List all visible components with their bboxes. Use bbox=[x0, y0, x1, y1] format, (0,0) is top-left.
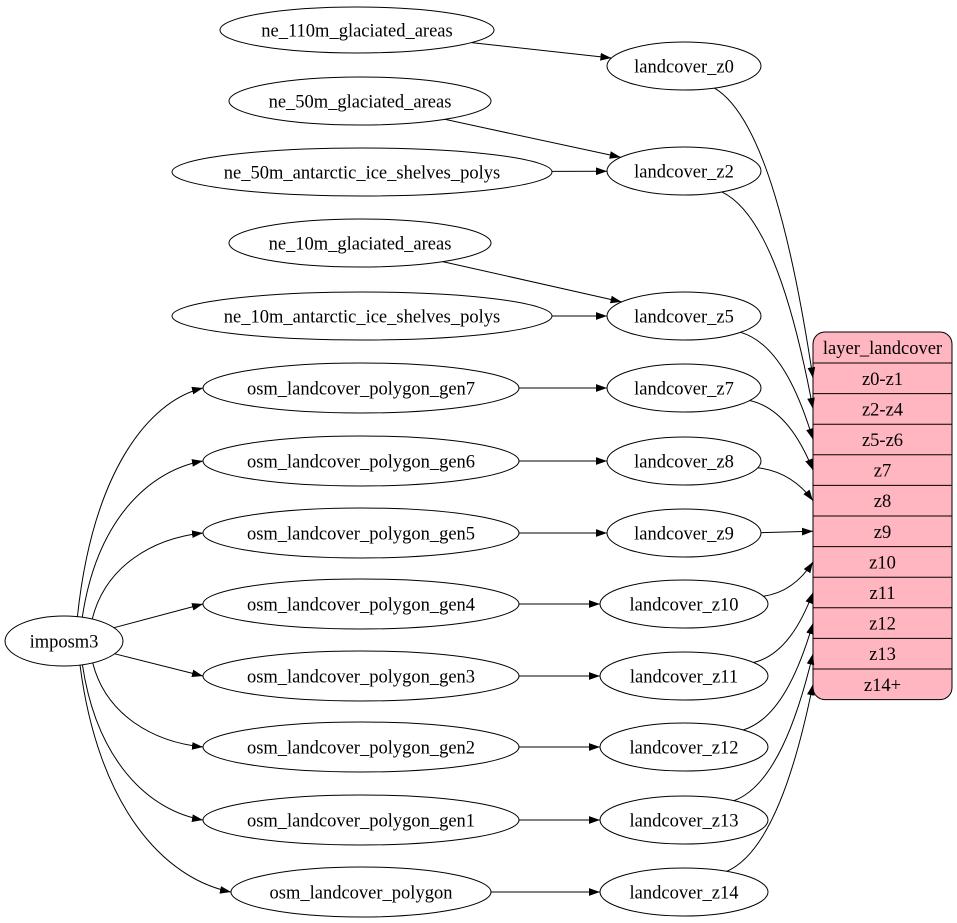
node-shape-ne_50m_antarctic_ice_shelves_polys bbox=[171, 147, 553, 197]
node-shape-imposm3 bbox=[4, 615, 124, 667]
edge-landcover_z2-to-layer_landcover-z2-z4 bbox=[721, 191, 815, 409]
record-row-z2-z4: z2-z4 bbox=[862, 400, 903, 420]
node-landcover_z8: landcover_z8 bbox=[606, 436, 762, 486]
node-label-landcover_z2: landcover_z2 bbox=[634, 162, 734, 182]
record-row-z11: z11 bbox=[869, 584, 895, 604]
record-node-layer_landcover: layer_landcover z0-z1 z2-z4 z5-z6 z7 z8 z9 z10 z… bbox=[812, 331, 953, 701]
node-label-ne_10m_glaciated_areas: ne_10m_glaciated_areas bbox=[269, 234, 452, 254]
record-row-z10: z10 bbox=[869, 553, 896, 573]
node-shape-ne_50m_glaciated_areas bbox=[228, 76, 492, 126]
record-row-z0-z1: z0-z1 bbox=[862, 370, 903, 390]
edge-landcover_z10-to-layer_landcover-z10 bbox=[763, 561, 814, 597]
node-shape-landcover_z2 bbox=[606, 146, 762, 196]
edge-imposm3-to-osm_landcover_polygon bbox=[79, 665, 232, 894]
edge-landcover_z9-to-layer_landcover-z9 bbox=[760, 527, 814, 536]
node-landcover_z12: landcover_z12 bbox=[599, 722, 769, 772]
node-landcover_z11: landcover_z11 bbox=[599, 651, 769, 701]
edge-imposm3-to-osm_landcover_polygon_gen4 bbox=[113, 603, 204, 629]
record-row-z9: z9 bbox=[874, 523, 891, 543]
node-osm_landcover_polygon_gen3: osm_landcover_polygon_gen3 bbox=[202, 650, 520, 702]
node-ne_50m_antarctic_ice_shelves_polys: ne_50m_antarctic_ice_shelves_polys bbox=[171, 147, 553, 197]
node-label-osm_landcover_polygon_gen7: osm_landcover_polygon_gen7 bbox=[247, 379, 475, 399]
record-title: layer_landcover bbox=[823, 339, 942, 359]
node-shape-ne_10m_glaciated_areas bbox=[228, 218, 492, 268]
node-osm_landcover_polygon_gen4: osm_landcover_polygon_gen4 bbox=[202, 578, 520, 630]
node-osm_landcover_polygon_gen2: osm_landcover_polygon_gen2 bbox=[202, 721, 520, 773]
node-shape-landcover_z0 bbox=[606, 41, 762, 91]
node-label-ne_50m_glaciated_areas: ne_50m_glaciated_areas bbox=[269, 92, 452, 112]
record-row-z12: z12 bbox=[869, 615, 896, 635]
node-label-osm_landcover_polygon_gen1: osm_landcover_polygon_gen1 bbox=[247, 811, 475, 831]
node-label-osm_landcover_polygon: osm_landcover_polygon bbox=[270, 883, 453, 903]
edge-imposm3-to-osm_landcover_polygon_gen1 bbox=[81, 664, 204, 822]
edge-landcover_z11-to-layer_landcover-z11 bbox=[753, 592, 814, 663]
node-landcover_z10: landcover_z10 bbox=[599, 579, 769, 629]
node-osm_landcover_polygon_gen1: osm_landcover_polygon_gen1 bbox=[202, 794, 520, 846]
edge-landcover_z7-to-layer_landcover-z7 bbox=[749, 400, 814, 471]
record-row-z13: z13 bbox=[869, 645, 896, 665]
edge-landcover_z14-to-layer_landcover-z14+ bbox=[726, 684, 815, 872]
node-ne_10m_antarctic_ice_shelves_polys: ne_10m_antarctic_ice_shelves_polys bbox=[171, 291, 553, 341]
edge-landcover_z13-to-layer_landcover-z13 bbox=[733, 653, 815, 802]
node-landcover_z7: landcover_z7 bbox=[606, 363, 762, 413]
edge-landcover_z8-to-layer_landcover-z8 bbox=[757, 467, 814, 501]
edge-imposm3-to-osm_landcover_polygon_gen3 bbox=[114, 653, 204, 678]
node-label-landcover_z7: landcover_z7 bbox=[634, 379, 734, 399]
node-shape-ne_110m_glaciated_areas bbox=[219, 6, 495, 54]
node-label-landcover_z12: landcover_z12 bbox=[630, 738, 739, 758]
node-label-ne_10m_antarctic_ice_shelves_polys: ne_10m_antarctic_ice_shelves_polys bbox=[224, 307, 500, 327]
node-label-osm_landcover_polygon_gen3: osm_landcover_polygon_gen3 bbox=[247, 667, 475, 687]
node-landcover_z14: landcover_z14 bbox=[599, 867, 769, 917]
node-osm_landcover_polygon_gen5: osm_landcover_polygon_gen5 bbox=[202, 507, 520, 559]
node-label-osm_landcover_polygon_gen5: osm_landcover_polygon_gen5 bbox=[247, 524, 475, 544]
node-label-landcover_z0: landcover_z0 bbox=[634, 57, 734, 77]
node-ne_110m_glaciated_areas: ne_110m_glaciated_areas bbox=[219, 6, 495, 54]
node-label-landcover_z10: landcover_z10 bbox=[630, 595, 739, 615]
node-ne_50m_glaciated_areas: ne_50m_glaciated_areas bbox=[228, 76, 492, 126]
edge-ne_110m_glaciated_areas-to-landcover_z0 bbox=[471, 42, 612, 61]
edge-imposm3-to-osm_landcover_polygon_gen2 bbox=[92, 662, 204, 750]
node-label-osm_landcover_polygon_gen2: osm_landcover_polygon_gen2 bbox=[247, 738, 475, 758]
node-ne_10m_glaciated_areas: ne_10m_glaciated_areas bbox=[228, 218, 492, 268]
node-osm_landcover_polygon_gen6: osm_landcover_polygon_gen6 bbox=[202, 435, 520, 487]
record-row-z14+: z14+ bbox=[864, 676, 901, 696]
edge-imposm3-to-osm_landcover_polygon_gen7 bbox=[76, 386, 204, 617]
node-label-imposm3: imposm3 bbox=[30, 632, 99, 652]
edge-landcover_z0-to-layer_landcover-z0-z1 bbox=[714, 87, 816, 379]
edge-landcover_z5-to-layer_landcover-z5-z6 bbox=[740, 331, 814, 440]
edge-landcover_z12-to-layer_landcover-z12 bbox=[742, 622, 814, 731]
node-osm_landcover_polygon: osm_landcover_polygon bbox=[230, 866, 492, 918]
edge-ne_10m_glaciated_areas-to-landcover_z5 bbox=[442, 261, 622, 304]
node-landcover_z2: landcover_z2 bbox=[606, 146, 762, 196]
edge-imposm3-to-osm_landcover_polygon_gen5 bbox=[91, 530, 204, 620]
node-label-landcover_z13: landcover_z13 bbox=[630, 811, 739, 831]
node-label-ne_110m_glaciated_areas: ne_110m_glaciated_areas bbox=[261, 21, 452, 41]
node-label-landcover_z11: landcover_z11 bbox=[630, 667, 738, 687]
record-row-z7: z7 bbox=[874, 462, 891, 482]
record-row-z5-z6: z5-z6 bbox=[862, 431, 903, 451]
node-landcover_z13: landcover_z13 bbox=[599, 795, 769, 845]
node-landcover_z9: landcover_z9 bbox=[606, 508, 762, 558]
node-osm_landcover_polygon_gen7: osm_landcover_polygon_gen7 bbox=[202, 362, 520, 414]
edge-ne_50m_glaciated_areas-to-landcover_z2 bbox=[444, 118, 621, 159]
node-label-osm_landcover_polygon_gen4: osm_landcover_polygon_gen4 bbox=[247, 595, 475, 615]
node-landcover_z0: landcover_z0 bbox=[606, 41, 762, 91]
node-label-landcover_z5: landcover_z5 bbox=[634, 307, 734, 327]
node-label-landcover_z9: landcover_z9 bbox=[634, 524, 734, 544]
node-landcover_z5: landcover_z5 bbox=[606, 291, 762, 341]
node-label-osm_landcover_polygon_gen6: osm_landcover_polygon_gen6 bbox=[247, 452, 475, 472]
node-label-landcover_z14: landcover_z14 bbox=[630, 883, 739, 903]
record-row-z8: z8 bbox=[874, 492, 891, 512]
node-label-landcover_z8: landcover_z8 bbox=[634, 452, 734, 472]
node-imposm3: imposm3 bbox=[4, 615, 124, 667]
node-label-ne_50m_antarctic_ice_shelves_polys: ne_50m_antarctic_ice_shelves_polys bbox=[224, 163, 500, 183]
edge-imposm3-to-osm_landcover_polygon_gen6 bbox=[81, 459, 204, 618]
